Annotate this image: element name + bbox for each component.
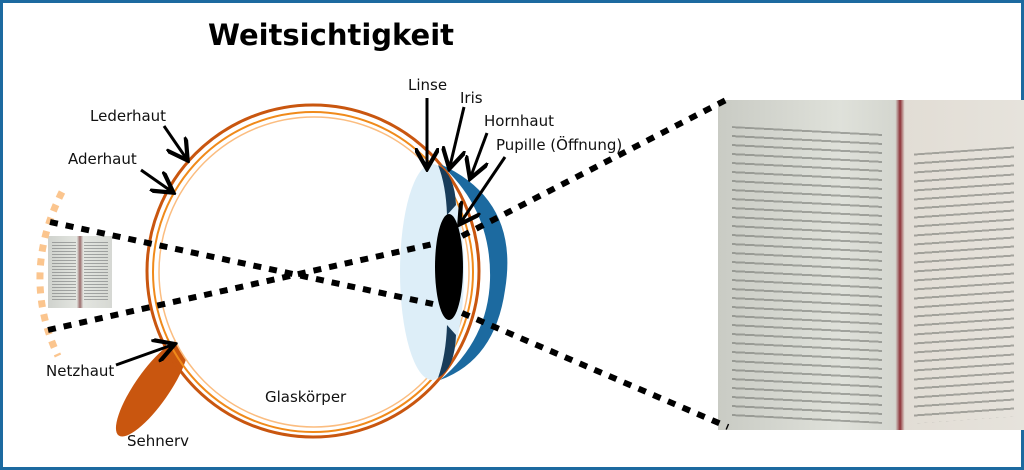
arrow-iris: [450, 106, 464, 166]
arrow-aderhaut: [140, 168, 171, 191]
arrow-pupille: [461, 156, 507, 222]
label-aderhaut: Aderhaut: [68, 150, 137, 168]
label-lederhaut: Lederhaut: [90, 107, 167, 125]
label-hornhaut: Hornhaut: [484, 112, 554, 130]
book-image-small: [48, 236, 112, 308]
light-ray-upper: [49, 219, 730, 430]
label-pupille: Pupille (Öffnung): [496, 136, 623, 154]
choroid: [152, 111, 474, 433]
label-sehnerv: Sehnerv: [127, 432, 190, 450]
label-iris: Iris: [460, 89, 483, 107]
label-glaskoerper: Glaskörper: [265, 388, 347, 406]
label-netzhaut: Netzhaut: [46, 362, 115, 380]
book-photo: [718, 100, 1024, 430]
diagram-title: Weitsichtigkeit: [208, 18, 455, 52]
arrow-netzhaut: [115, 345, 172, 367]
pupil: [435, 214, 463, 320]
arrow-lederhaut: [162, 125, 186, 158]
light-ray-lower: [47, 97, 728, 333]
iris: [438, 325, 456, 378]
near-point-arc: [36, 190, 66, 358]
sclera: [145, 103, 481, 439]
arrow-hornhaut: [471, 132, 487, 176]
label-linse: Linse: [408, 76, 448, 94]
iris: [438, 165, 456, 215]
optic-nerve: [115, 339, 189, 437]
